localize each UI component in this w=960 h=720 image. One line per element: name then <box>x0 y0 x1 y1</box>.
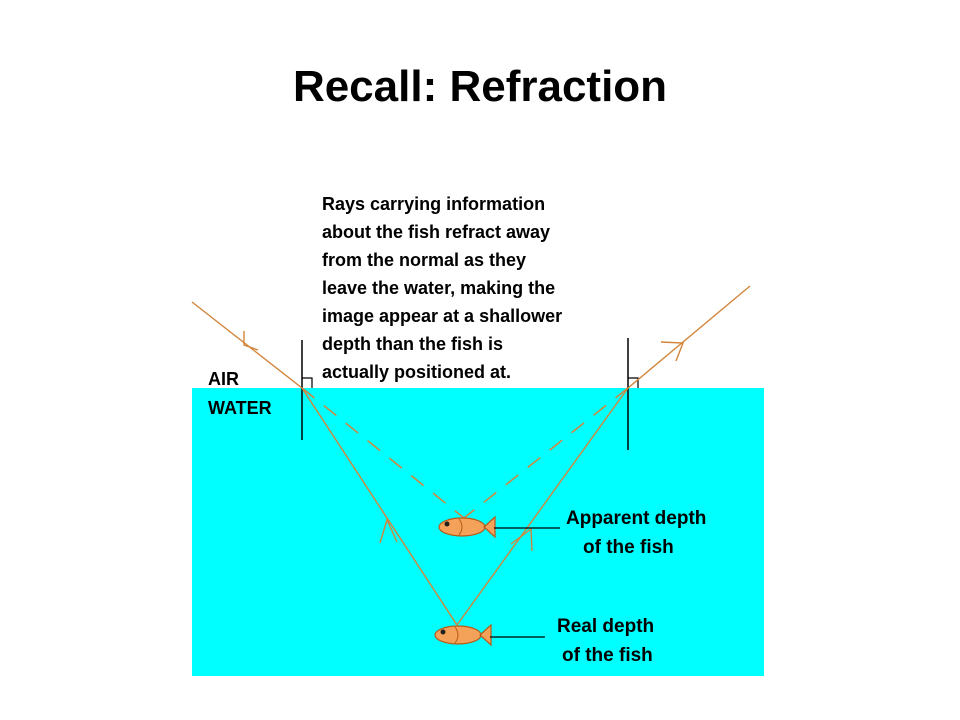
ray-air-right <box>627 285 751 389</box>
caption-line: from the normal as they <box>322 250 526 270</box>
virtual-rays <box>301 387 629 519</box>
apparent-depth-label: of the fish <box>583 537 674 558</box>
real-rays <box>191 285 751 626</box>
slide-title: Recall: Refraction <box>292 62 668 111</box>
ray-water-left <box>301 387 458 626</box>
ray-water-right <box>456 387 629 626</box>
ray-air-left <box>191 301 303 389</box>
arrowhead-water-left <box>379 518 398 544</box>
arrowheads <box>243 331 685 552</box>
real-depth-label: Real depth <box>557 616 654 637</box>
arrowhead-air-right <box>660 341 685 362</box>
real-depth-label: of the fish <box>562 645 653 666</box>
caption-line: image appear at a shallower <box>322 306 562 326</box>
water-label: WATER <box>208 398 272 418</box>
caption-line: about the fish refract away <box>322 222 550 242</box>
caption-line: leave the water, making the <box>322 278 555 298</box>
right-angle-marker-right <box>628 377 639 388</box>
caption-line: actually positioned at. <box>322 362 511 382</box>
caption-line: depth than the fish is <box>322 334 503 354</box>
caption-line: Rays carrying information <box>322 194 545 214</box>
apparent-depth-label: Apparent depth <box>566 508 706 529</box>
virtual-ray-left <box>301 387 465 519</box>
virtual-ray-right <box>463 387 629 519</box>
arrowhead-air-left <box>243 331 259 351</box>
apparent-fish-icon <box>438 515 496 539</box>
air-label: AIR <box>208 369 239 389</box>
caption-text: Rays carrying information about the fish… <box>322 194 562 382</box>
arrowhead-water-right <box>510 527 533 552</box>
right-angle-marker-left <box>302 377 313 388</box>
real-fish-icon <box>434 623 492 647</box>
